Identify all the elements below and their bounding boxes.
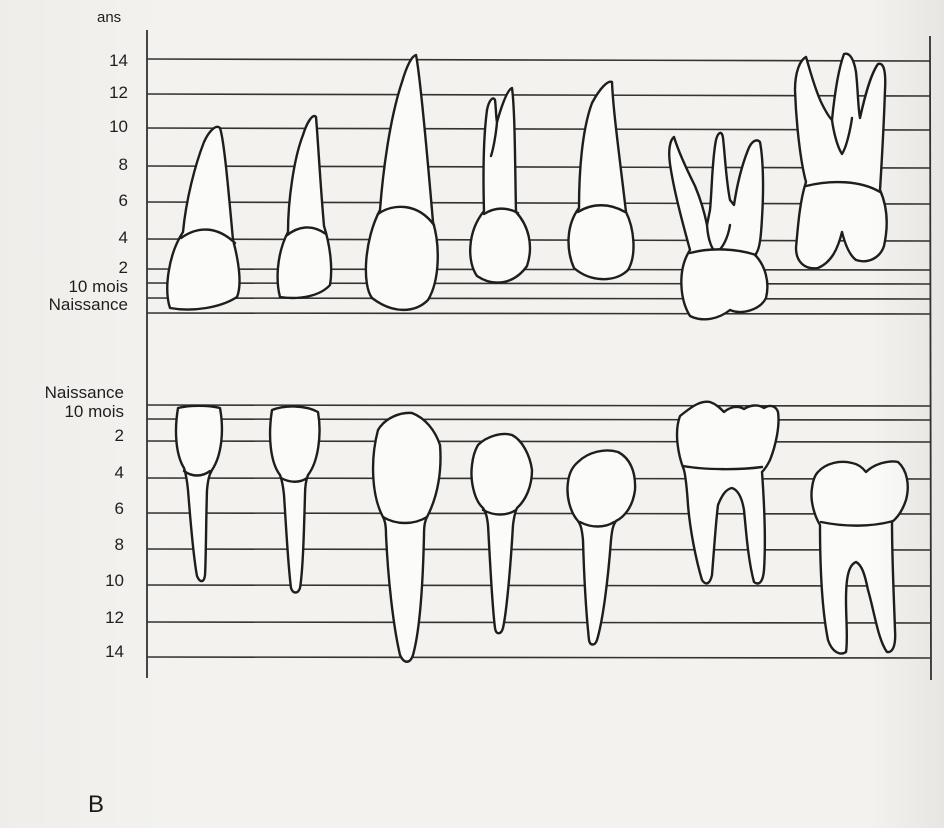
upper-canine	[366, 55, 438, 310]
tooth-outline	[795, 54, 887, 269]
tooth-outline	[470, 88, 530, 283]
grid-line	[147, 283, 930, 284]
tooth-outline	[270, 406, 319, 592]
lower-canine	[373, 413, 440, 662]
tick-label: Naissance	[49, 295, 128, 314]
upper-first-premolar	[470, 88, 530, 283]
grid-line	[147, 513, 930, 514]
tick-label: 12	[105, 608, 124, 627]
grid-line	[147, 622, 930, 623]
lower-first-premolar	[471, 434, 532, 633]
tick-label: 8	[119, 155, 128, 174]
tick-label: 14	[105, 642, 124, 661]
tooth-outline	[569, 82, 634, 279]
tick-label: 14	[109, 51, 128, 70]
tick-label: 6	[115, 499, 124, 518]
upper-second-molar	[795, 54, 887, 269]
panel-label: B	[88, 791, 104, 818]
tick-label: 2	[115, 426, 124, 445]
lower-tick-labels: Naissance 10 mois 2 4 6 8 10 12 14	[45, 383, 124, 661]
tick-label: 4	[119, 228, 128, 247]
grid-line	[147, 298, 930, 299]
tooth-outline	[471, 434, 532, 633]
grid-line	[147, 585, 930, 586]
upper-central-incisor	[167, 127, 239, 310]
grid-line	[147, 59, 930, 61]
grid-line	[147, 405, 930, 406]
tick-label: 12	[109, 83, 128, 102]
tick-label: 10	[109, 117, 128, 136]
upper-second-premolar	[569, 82, 634, 279]
grid-line	[147, 419, 930, 420]
tick-label: Naissance	[45, 383, 124, 402]
tick-label: 2	[119, 258, 128, 277]
right-axis	[930, 36, 931, 680]
tick-label: 10 mois	[64, 402, 124, 421]
lower-second-molar	[811, 461, 907, 653]
tick-label: 4	[115, 463, 124, 482]
grid-line	[147, 657, 930, 658]
grid-line	[147, 478, 930, 479]
lower-grid	[147, 405, 930, 658]
lower-lateral-incisor	[270, 406, 319, 592]
upper-tick-labels: 14 12 10 8 6 4 2 10 mois Naissance	[49, 51, 128, 314]
tooth-outline	[677, 402, 778, 584]
tick-label: 10	[105, 571, 124, 590]
tooth-outline	[278, 116, 332, 298]
tick-label: 8	[115, 535, 124, 554]
tooth-outline	[567, 450, 635, 644]
tick-label: 10 mois	[68, 277, 128, 296]
lower-second-premolar	[567, 450, 635, 644]
tooth-outline	[176, 406, 222, 581]
upper-lateral-incisor	[278, 116, 332, 298]
upper-first-molar	[669, 133, 767, 319]
grid-line	[147, 549, 930, 550]
tooth-outline	[811, 461, 907, 653]
lower-central-incisor	[176, 406, 222, 581]
tooth-outline	[366, 55, 438, 310]
tick-label: 6	[119, 191, 128, 210]
grid-line	[147, 441, 930, 442]
unit-label: ans	[97, 9, 121, 26]
tooth-outline	[373, 413, 440, 662]
grid-line	[147, 313, 930, 314]
lower-first-molar	[677, 402, 778, 584]
tooth-outline	[167, 127, 239, 310]
